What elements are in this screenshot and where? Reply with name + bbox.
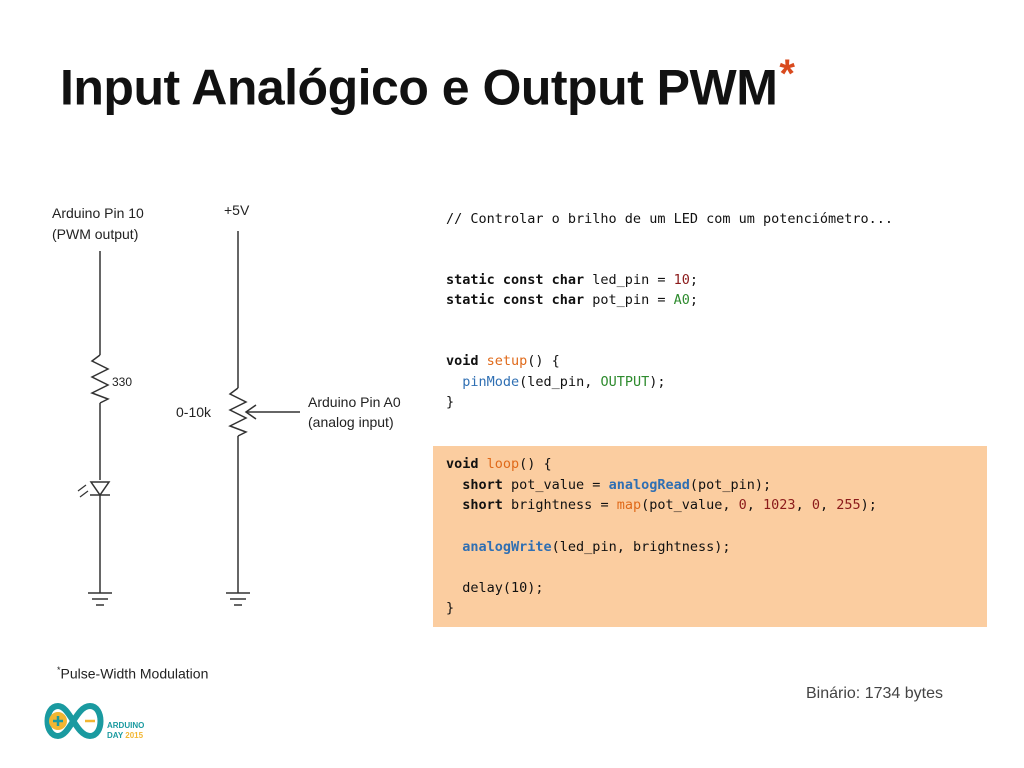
code-line-pot-pin: static const char pot_pin = A0;: [446, 292, 698, 308]
code-delay: delay(10);: [462, 580, 544, 596]
resistor-330-icon: [90, 354, 110, 404]
code-analogread: short pot_value = analogRead(pot_pin);: [462, 477, 772, 493]
binary-size: Binário: 1734 bytes: [806, 685, 943, 702]
pot-label: 0-10k: [176, 404, 212, 420]
pinA0-label-line2: (analog input): [308, 414, 394, 430]
arduino-day-logo-icon: ARDUINO DAY 2015: [44, 702, 144, 740]
title-asterisk: *: [779, 52, 795, 96]
potentiometer-icon: [228, 387, 248, 437]
pinA0-label-line1: Arduino Pin A0: [308, 394, 401, 410]
loop-highlight: [433, 446, 987, 627]
footnote: *Pulse-Width Modulation: [57, 665, 209, 682]
logo-text-line1: ARDUINO: [107, 721, 144, 730]
code-map: short brightness = map(pot_value, 0, 102…: [462, 497, 877, 513]
led-icon: [77, 481, 111, 498]
code-pinmode: pinMode(led_pin, OUTPUT);: [462, 374, 666, 390]
code-setup-signature: void setup() {: [446, 353, 560, 369]
code-loop-signature: void loop() {: [446, 456, 552, 472]
code-comment: // Controlar o brilho de um LED com um p…: [446, 211, 894, 227]
code-line-led-pin: static const char led_pin = 10;: [446, 272, 698, 288]
ground-icon: [88, 592, 112, 606]
ground-icon: [226, 592, 250, 606]
code-analogwrite: analogWrite(led_pin, brightness);: [462, 539, 731, 555]
supply-label: +5V: [224, 202, 250, 218]
logo-text-line2: DAY 2015: [107, 731, 144, 740]
pin10-label-line2: (PWM output): [52, 226, 138, 242]
slide-title-text: Input Analógico e Output PWM: [60, 59, 778, 116]
slide-title: Input Analógico e Output PWM*: [60, 52, 795, 117]
code-loop-close: }: [446, 600, 455, 616]
resistor-value-label: 330: [112, 375, 132, 389]
wiper-arrow-icon: [244, 404, 257, 420]
code-setup-close: }: [446, 394, 455, 410]
circuit-schematic: Arduino Pin 10 (PWM output) 330 +5V 0-10…: [52, 202, 401, 606]
pin10-label-line1: Arduino Pin 10: [52, 205, 144, 221]
